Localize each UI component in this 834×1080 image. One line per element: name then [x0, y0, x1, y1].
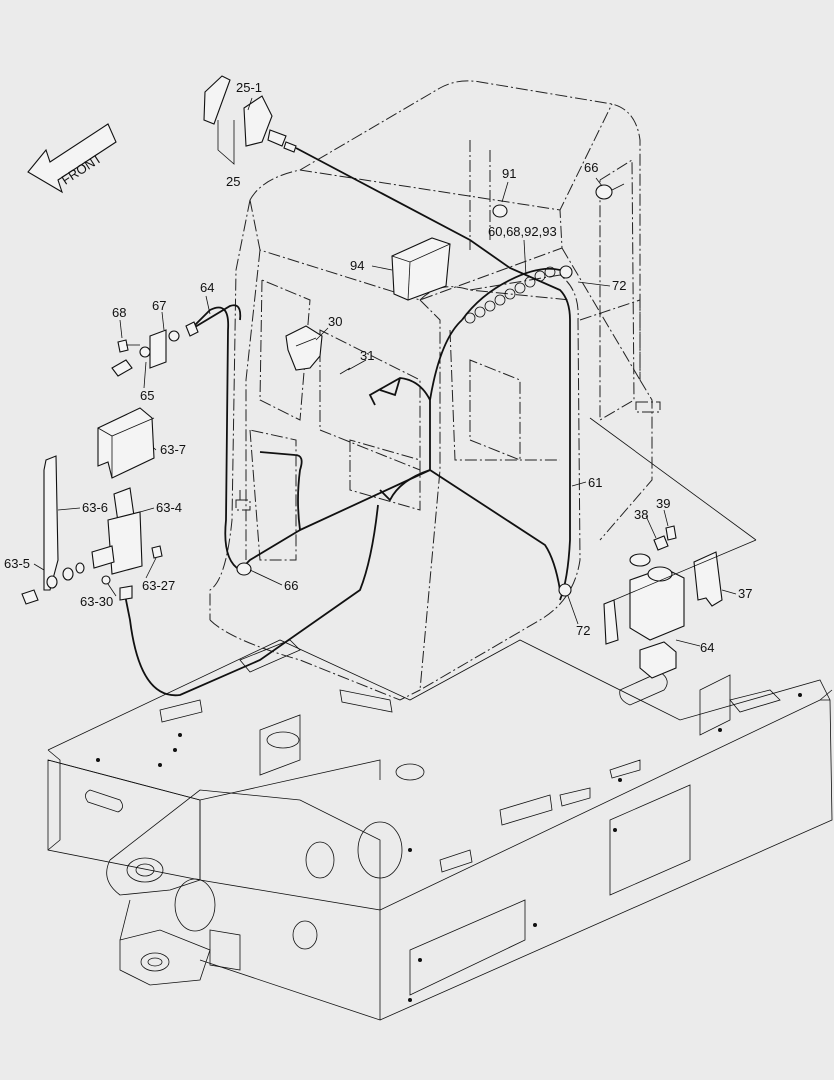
- label-72-top: 72: [612, 278, 626, 293]
- label-63-5: 63-5: [4, 556, 30, 571]
- wiring-harness: [124, 147, 571, 697]
- label-66-top: 66: [584, 160, 598, 175]
- wiper-motor-63-4: [91, 487, 143, 575]
- label-64-tank: 64: [700, 640, 714, 655]
- leader-lines: [33, 97, 737, 647]
- grommet-66-top: [595, 184, 613, 200]
- label-60-68-92-93: 60,68,92,93: [488, 224, 557, 239]
- label-66-mid: 66: [284, 578, 298, 593]
- fitting-group-65-67-68: [111, 329, 180, 377]
- grommet-72-bottom: [558, 583, 572, 597]
- grommet-91: [492, 204, 508, 218]
- label-64-hose: 64: [200, 280, 214, 295]
- grommet-66-mid: [236, 562, 252, 576]
- harness-coil: [464, 266, 556, 324]
- switch-assembly: [203, 75, 297, 165]
- label-25-1: 25-1: [236, 80, 262, 95]
- label-63-30: 63-30: [80, 594, 113, 609]
- label-91: 91: [502, 166, 516, 181]
- storage-box-94: [391, 237, 451, 301]
- label-63-7: 63-7: [160, 442, 186, 457]
- nut-set-63-5: [21, 562, 85, 605]
- label-30: 30: [328, 314, 342, 329]
- label-63-27: 63-27: [142, 578, 175, 593]
- bolt-63-27: [151, 545, 163, 559]
- washer-tank-64: [589, 417, 757, 679]
- label-31: 31: [360, 348, 374, 363]
- wiper-blade-63-6: [43, 455, 59, 591]
- front-arrow-icon: FRONT: [27, 123, 117, 194]
- label-94: 94: [350, 258, 364, 273]
- grommet-72-top: [559, 265, 573, 279]
- motor-cover-63-7: [97, 407, 155, 479]
- bolt-38: [653, 535, 669, 551]
- label-37: 37: [738, 586, 752, 601]
- bolt-39: [665, 525, 677, 541]
- washer-hose-64: [189, 304, 242, 331]
- holder-30: [285, 325, 323, 371]
- label-61: 61: [588, 475, 602, 490]
- label-67: 67: [152, 298, 166, 313]
- label-63-6: 63-6: [82, 500, 108, 515]
- callout-labels: 25-1 25 91 66 60,68,92,93 94 72 64 68 67…: [4, 80, 752, 655]
- label-72-bottom: 72: [576, 623, 590, 638]
- label-39: 39: [656, 496, 670, 511]
- bracket-37: [693, 551, 723, 607]
- label-63-4: 63-4: [156, 500, 182, 515]
- label-38: 38: [634, 507, 648, 522]
- label-68: 68: [112, 305, 126, 320]
- label-25: 25: [226, 174, 240, 189]
- nut-63-30: [101, 575, 111, 585]
- label-65: 65: [140, 388, 154, 403]
- cab-outline: [209, 80, 661, 701]
- base-frame: [47, 639, 833, 1021]
